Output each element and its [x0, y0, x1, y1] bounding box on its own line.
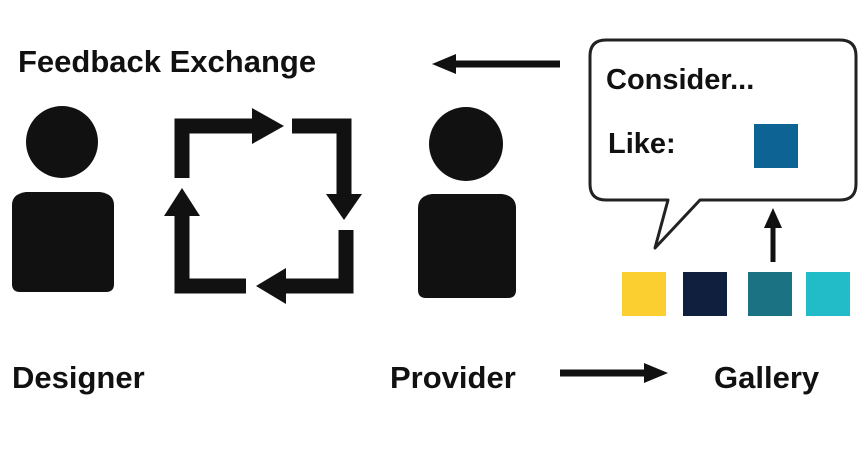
arrow-up-icon — [764, 208, 782, 262]
bubble-like-text: Like: — [608, 128, 676, 160]
bubble-selected-swatch — [754, 124, 798, 168]
gallery-swatch[interactable] — [683, 272, 727, 316]
bubble-consider-text: Consider... — [606, 64, 755, 96]
gallery-swatch[interactable] — [622, 272, 666, 316]
speech-bubble-icon — [588, 38, 858, 250]
diagram-title: Feedback Exchange — [18, 44, 317, 79]
provider-person-icon — [418, 107, 516, 298]
gallery-swatch[interactable] — [748, 272, 792, 316]
cycle-arrows-icon — [164, 108, 362, 304]
arrow-right-icon — [560, 363, 668, 383]
arrow-left-icon — [432, 54, 560, 74]
designer-person-icon — [12, 106, 114, 292]
gallery-swatch[interactable] — [806, 272, 850, 316]
gallery-label: Gallery — [714, 360, 820, 395]
provider-label: Provider — [390, 360, 516, 395]
designer-label: Designer — [12, 360, 145, 395]
